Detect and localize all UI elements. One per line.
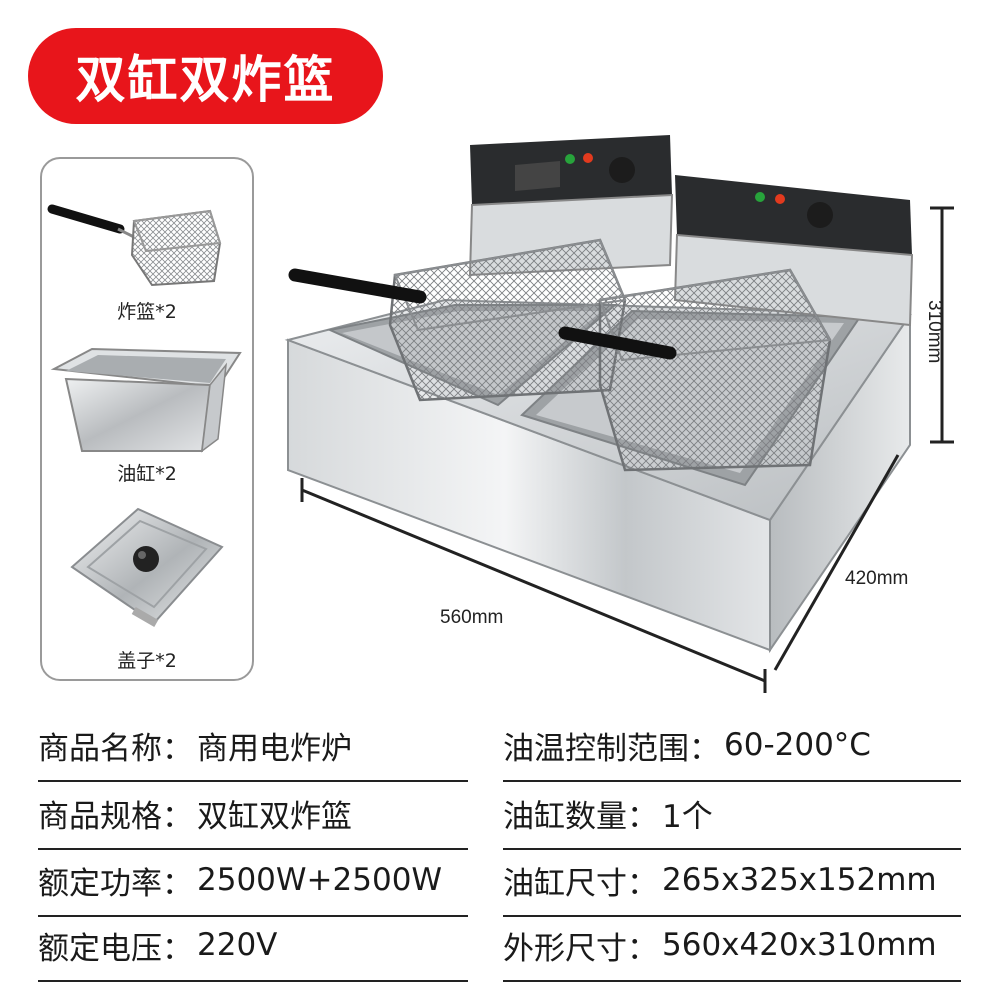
spec-key: 商品规格： [38, 798, 193, 835]
title-badge: 双缸双炸篮 [28, 28, 383, 124]
depth-dimension: 420mm [845, 568, 909, 589]
spec-value: 60-200°C [724, 727, 871, 763]
spec-row: 额定电压： 220V [38, 910, 468, 982]
spec-value: 商用电炸炉 [197, 730, 352, 767]
spec-key: 油温控制范围： [503, 730, 720, 767]
spec-row: 油缸尺寸： 265x325x152mm [503, 845, 961, 917]
lid-icon [42, 497, 252, 646]
spec-row: 额定功率： 2500W+2500W [38, 845, 468, 917]
accessories-panel: 炸篮*2 油缸*2 [40, 157, 254, 681]
spec-row: 商品名称： 商用电炸炉 [38, 710, 468, 782]
spec-row: 油温控制范围： 60-200°C [503, 710, 961, 782]
spec-value: 2500W+2500W [197, 862, 443, 898]
spec-key: 油缸数量： [503, 798, 658, 835]
spec-key: 外形尺寸： [503, 930, 658, 967]
spec-value: 560x420x310mm [662, 927, 937, 963]
spec-row: 油缸数量： 1个 [503, 778, 961, 850]
page-title: 双缸双炸篮 [75, 51, 336, 109]
spec-key: 油缸尺寸： [503, 865, 658, 902]
fry-basket-icon [42, 181, 252, 295]
spec-value: 265x325x152mm [662, 862, 937, 898]
oil-tank-icon [42, 339, 252, 468]
spec-value: 220V [197, 927, 278, 963]
width-dimension: 560mm [440, 607, 504, 628]
spec-key: 额定电压： [38, 930, 193, 967]
spec-key: 额定功率： [38, 865, 193, 902]
spec-value: 双缸双炸篮 [197, 798, 352, 835]
spec-row: 外形尺寸： 560x420x310mm [503, 910, 961, 982]
fryer-illustration [270, 125, 970, 699]
spec-row: 商品规格： 双缸双炸篮 [38, 778, 468, 850]
spec-key: 商品名称： [38, 730, 193, 767]
spec-value: 1个 [662, 798, 713, 835]
accessory-label-tank: 油缸*2 [117, 463, 177, 485]
accessory-label-basket: 炸篮*2 [117, 301, 177, 323]
height-dimension: 310mm [924, 300, 945, 364]
accessory-label-lid: 盖子*2 [117, 650, 177, 672]
